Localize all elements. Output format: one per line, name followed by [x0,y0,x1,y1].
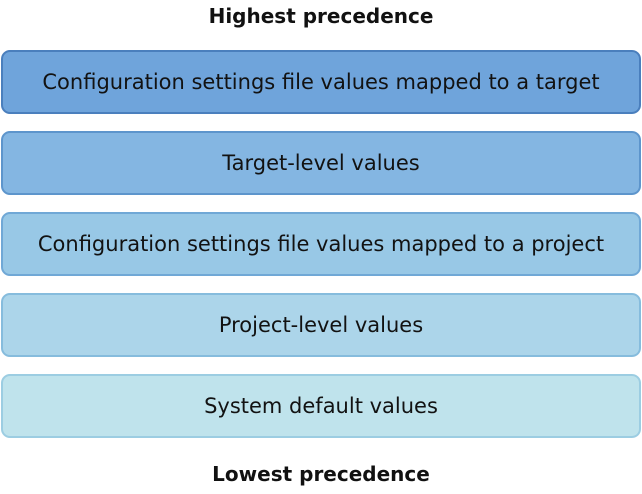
tier-target-level: Target-level values [1,131,641,195]
tier-project-level: Project-level values [1,293,641,357]
tier-label: Configuration settings file values mappe… [42,70,600,94]
lowest-precedence-heading: Lowest precedence [212,462,430,486]
tier-config-file-target: Configuration settings file values mappe… [1,50,641,114]
tier-label: Project-level values [218,313,424,337]
tier-label: System default values [204,394,438,418]
tier-config-file-project: Configuration settings file values mappe… [1,212,641,276]
highest-precedence-heading: Highest precedence [208,4,434,28]
tier-system-default: System default values [1,374,641,438]
tier-label: Configuration settings file values mappe… [37,232,605,256]
tier-label: Target-level values [222,151,420,175]
precedence-stack: Configuration settings file values mappe… [1,50,641,438]
